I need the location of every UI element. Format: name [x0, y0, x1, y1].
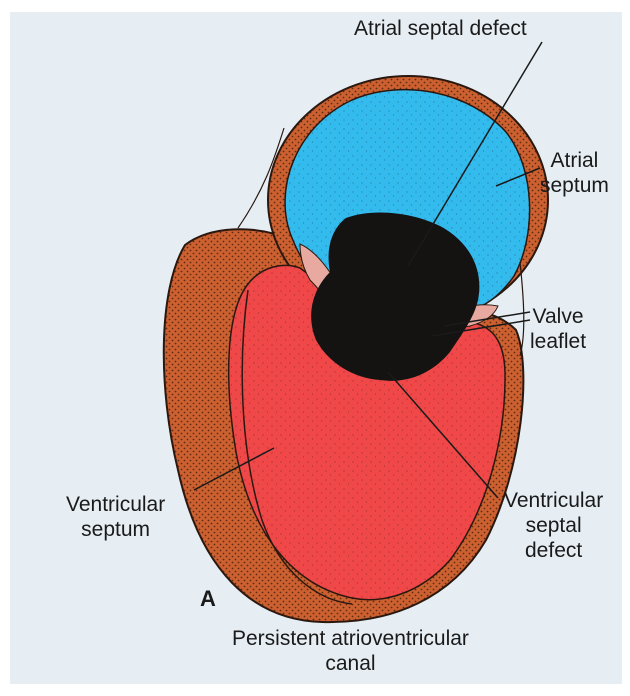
- label-atrial-septal-defect: Atrial septal defect: [354, 16, 527, 41]
- panel-letter: A: [200, 586, 216, 612]
- label-valve-leaflet: Valve leaflet: [530, 304, 586, 354]
- label-persistent-av-canal: Persistent atrioventricular canal: [232, 626, 469, 676]
- label-ventricular-septum: Ventricular septum: [66, 492, 165, 542]
- label-atrial-septum: Atrial septum: [540, 148, 609, 198]
- label-ventricular-septal-defect: Ventricular septal defect: [504, 488, 603, 563]
